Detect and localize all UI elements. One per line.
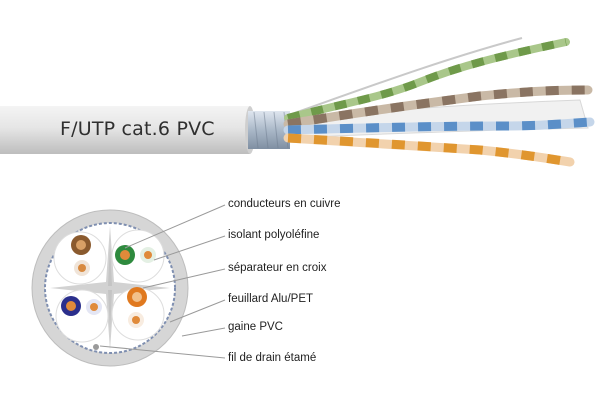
blue-pair (283, 117, 595, 135)
callout-cross-separator: séparateur en croix (228, 262, 327, 274)
callout-polyolefin-insulation: isolant polyoléfine (228, 229, 320, 241)
pair-top-left (53, 231, 107, 285)
pair-top-right (111, 229, 165, 283)
callout-alu-pet-foil: feuillard Alu/PET (228, 293, 314, 305)
callout-tinned-drain-wire: fil de drain étamé (228, 352, 317, 364)
cross-separator-section (50, 226, 170, 350)
orange-pair (283, 133, 575, 167)
cable-type-label: F/UTP cat.6 PVC (60, 118, 215, 140)
drain-wire-section (93, 344, 99, 350)
leader-lines (99, 204, 226, 359)
cable-cross-section (31, 209, 189, 367)
drain-wire (285, 37, 523, 117)
cable-side-view (0, 37, 595, 167)
callout-copper-conductors: conducteurs en cuivre (228, 198, 341, 210)
cable-jacket (0, 106, 250, 154)
pair-bottom-right (111, 287, 165, 341)
green-pair (284, 38, 570, 122)
callout-pvc-jacket: gaine PVC (228, 321, 283, 333)
pair-bottom-left (55, 289, 109, 343)
brown-pair (283, 85, 593, 129)
